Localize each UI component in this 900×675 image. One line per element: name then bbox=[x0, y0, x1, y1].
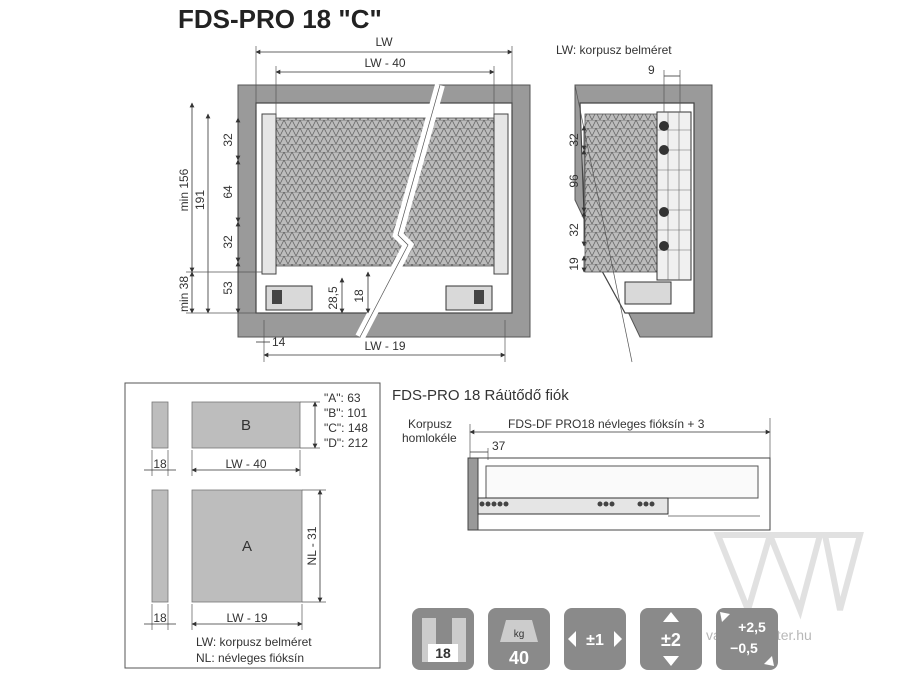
dim-37: 37 bbox=[492, 439, 506, 453]
svg-text:18: 18 bbox=[435, 645, 451, 661]
front-panel-section bbox=[467, 457, 479, 531]
side-view: LW: korpusz belméret 9 32 96 32 19 bbox=[556, 43, 713, 363]
panel-b-width: LW - 40 bbox=[225, 457, 266, 471]
side-adjust-icon: ±1 bbox=[564, 608, 626, 670]
right-drawer-profile bbox=[493, 113, 509, 275]
depth-adjust-icon: +2,5 −0,5 bbox=[716, 608, 778, 670]
left-drawer-profile bbox=[261, 113, 277, 275]
b-height-a: "A": 63 bbox=[324, 391, 361, 405]
svg-text:±1: ±1 bbox=[586, 632, 604, 649]
side-dim-32-top: 32 bbox=[567, 133, 581, 147]
svg-text:±2: ±2 bbox=[661, 630, 681, 650]
panel-thickness-icon: 18 bbox=[412, 608, 474, 670]
dim-min156: min 156 bbox=[177, 168, 191, 211]
dim-18-bottom: 18 bbox=[153, 611, 167, 625]
dim-28-5: 28,5 bbox=[326, 286, 340, 310]
legend-nl: NL: névleges fióksín bbox=[196, 651, 304, 665]
dim-32-top: 32 bbox=[221, 133, 235, 147]
svg-text:kg: kg bbox=[514, 629, 525, 640]
svg-text:40: 40 bbox=[509, 648, 529, 668]
right-runner bbox=[445, 285, 493, 311]
drawer-side-mesh bbox=[275, 117, 495, 267]
dim-lw: LW bbox=[375, 35, 393, 49]
drawer-section-title: FDS-PRO 18 Ráütődő fiók bbox=[392, 387, 569, 404]
height-adjust-icon: ±2 bbox=[640, 608, 702, 670]
svg-text:+2,5: +2,5 bbox=[738, 619, 766, 635]
dim-lw-40: LW - 40 bbox=[364, 56, 405, 70]
panel-a-width: LW - 19 bbox=[226, 611, 267, 625]
front-view: LW LW - 40 LW - 19 min 156 191 32 64 32 … bbox=[177, 35, 531, 362]
panel-a-height: NL - 31 bbox=[305, 526, 319, 565]
panel-a bbox=[191, 489, 303, 603]
dim-53: 53 bbox=[221, 281, 235, 295]
side-dim-96: 96 bbox=[567, 174, 581, 188]
label-b: B bbox=[241, 417, 251, 434]
side-strip-b bbox=[151, 401, 169, 449]
runner-section bbox=[477, 497, 669, 515]
dim-lw-19: LW - 19 bbox=[364, 339, 405, 353]
dim-64: 64 bbox=[221, 185, 235, 199]
side-note: LW: korpusz belméret bbox=[556, 43, 672, 57]
b-height-d: "D": 212 bbox=[324, 436, 368, 450]
dim-min38: min 38 bbox=[177, 276, 191, 312]
drawer-section: FDS-PRO 18 Ráütődő fiók Korpusz homlokél… bbox=[392, 387, 771, 531]
side-dim-32-bottom: 32 bbox=[567, 223, 581, 237]
dim-14: 14 bbox=[272, 335, 286, 349]
drawer-body-section bbox=[485, 465, 759, 499]
side-strip-a bbox=[151, 489, 169, 603]
label-korpusz: Korpusz bbox=[408, 417, 452, 431]
side-dim-19: 19 bbox=[567, 257, 581, 271]
back-panel-grid bbox=[657, 112, 691, 280]
drawer-back-panel bbox=[656, 111, 692, 281]
load-weight-icon: kg 40 bbox=[488, 608, 550, 670]
mounting-holes bbox=[659, 121, 669, 251]
dim-191: 191 bbox=[193, 190, 207, 210]
label-a: A bbox=[242, 538, 252, 555]
panel-b bbox=[191, 401, 301, 449]
dim-32-bottom: 32 bbox=[221, 235, 235, 249]
side-runner bbox=[624, 281, 672, 305]
dim-18-top: 18 bbox=[153, 457, 167, 471]
page-title: FDS-PRO 18 "C" bbox=[178, 4, 382, 34]
label-rail: FDS-DF PRO18 névleges fióksín + 3 bbox=[508, 417, 705, 431]
label-homlokele: homlokéle bbox=[402, 431, 457, 445]
cut-panel-box: B "A": 63 "B": 101 "C": 148 "D": 212 18 … bbox=[124, 382, 381, 669]
svg-text:−0,5: −0,5 bbox=[730, 640, 758, 656]
dim-18: 18 bbox=[352, 289, 366, 303]
b-height-b: "B": 101 bbox=[324, 406, 368, 420]
b-height-c: "C": 148 bbox=[324, 421, 368, 435]
side-mesh bbox=[584, 113, 658, 273]
side-dim-9: 9 bbox=[648, 63, 655, 77]
legend-lw: LW: korpusz belméret bbox=[196, 635, 312, 649]
